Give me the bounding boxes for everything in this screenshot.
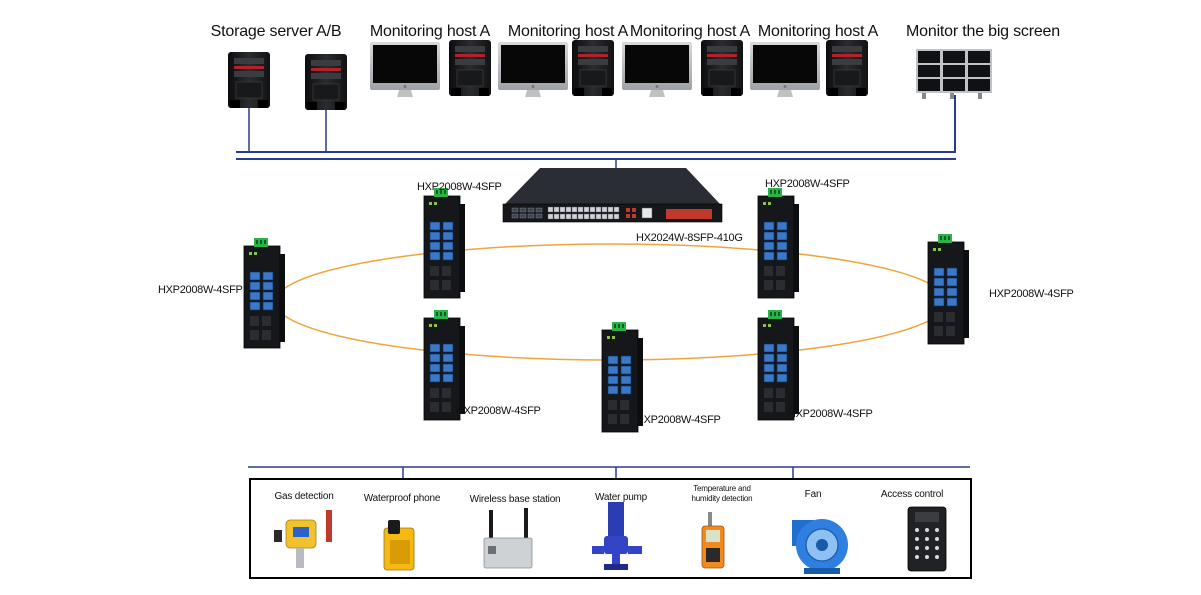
core-switch-icon [502,168,723,223]
host-tower-icon [571,39,615,97]
ring-switch-label: HXP2008W-4SFP [765,178,850,190]
core-switch-label: HX2024W-8SFP-410G [636,232,743,244]
device-label-thermo-line2: humidity detection [691,494,753,503]
ring-switch-label: HXP2008W-4SFP [636,414,721,426]
device-label-access: Access control [880,489,944,500]
device-label-fan: Fan [804,489,822,500]
monitoring-host-label-4: Monitoring host A [757,23,879,40]
din-switch-icon [757,309,800,421]
din-switch-icon [927,233,970,345]
device-label-thermo-line1: Temperature and [693,484,751,493]
host-tower-icon [448,39,492,97]
ring-switch-label: HXP2008W-4SFP [788,408,873,420]
device-label-pump: Water pump [594,492,648,503]
storage-server-a-icon [227,51,271,109]
wireless-base-station-icon [483,508,533,569]
monitor-icon [498,42,568,97]
fan-icon [792,519,848,574]
big-screen-label: Monitor the big screen [906,23,1060,40]
waterproof-phone-icon [383,520,415,571]
host-tower-icon [825,39,869,97]
storage-server-label: Storage server A/B [210,23,342,40]
ring-switch-label: HXP2008W-4SFP [158,284,243,296]
din-switch-icon [243,237,286,349]
monitor-icon [622,42,692,97]
water-pump-icon [592,502,642,570]
ring-switch-label: HXP2008W-4SFP [989,288,1074,300]
access-control-keypad-icon [907,506,947,572]
monitor-icon [750,42,820,97]
monitoring-host-label-1: Monitoring host A [369,23,491,40]
thermo-hygrometer-icon [701,512,725,569]
top-bus [236,95,956,168]
monitoring-host-label-2: Monitoring host A [507,23,629,40]
monitoring-host-label-3: Monitoring host A [629,23,751,40]
din-switch-icon [423,309,466,421]
din-switch-icon [423,187,466,299]
device-label-phone: Waterproof phone [363,493,441,504]
host-tower-icon [700,39,744,97]
gas-detector-icon [274,510,332,568]
ring-switch-label: HXP2008W-4SFP [456,405,541,417]
ring-switch-label: HXP2008W-4SFP [417,181,502,193]
din-switch-icon [757,187,800,299]
device-label-gas: Gas detection [274,491,334,502]
monitor-icon [370,42,440,97]
video-wall-icon [916,49,992,99]
storage-server-b-icon [304,53,348,111]
bottom-bus [248,466,970,479]
device-label-thermo: Temperature and humidity detection [692,484,753,504]
device-label-base-station: Wireless base station [469,494,561,505]
